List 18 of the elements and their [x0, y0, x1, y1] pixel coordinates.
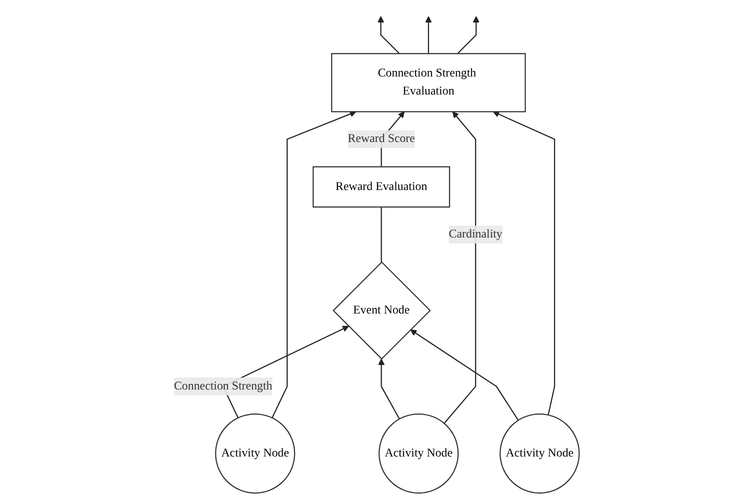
node-circle: Activity Node — [500, 413, 580, 494]
arrow — [457, 16, 480, 54]
arrow — [378, 358, 400, 420]
arrow — [410, 329, 519, 421]
edge-label: Reward Score — [348, 132, 415, 146]
node-box: Reward Evaluation — [312, 166, 450, 208]
arrow — [444, 111, 476, 424]
arrow — [425, 16, 432, 54]
node-diamond: Event Node — [332, 261, 431, 360]
edge-label: Connection Strength — [174, 380, 272, 392]
connector — [380, 207, 382, 262]
arrow — [492, 111, 556, 416]
edge-label: Cardinality — [448, 228, 502, 241]
node-box: Connection Strength Evaluation — [331, 53, 526, 112]
node-circle: Activity Node — [215, 413, 296, 494]
arrow — [377, 16, 400, 54]
node-circle: Activity Node — [378, 413, 459, 494]
arrow — [272, 110, 356, 418]
